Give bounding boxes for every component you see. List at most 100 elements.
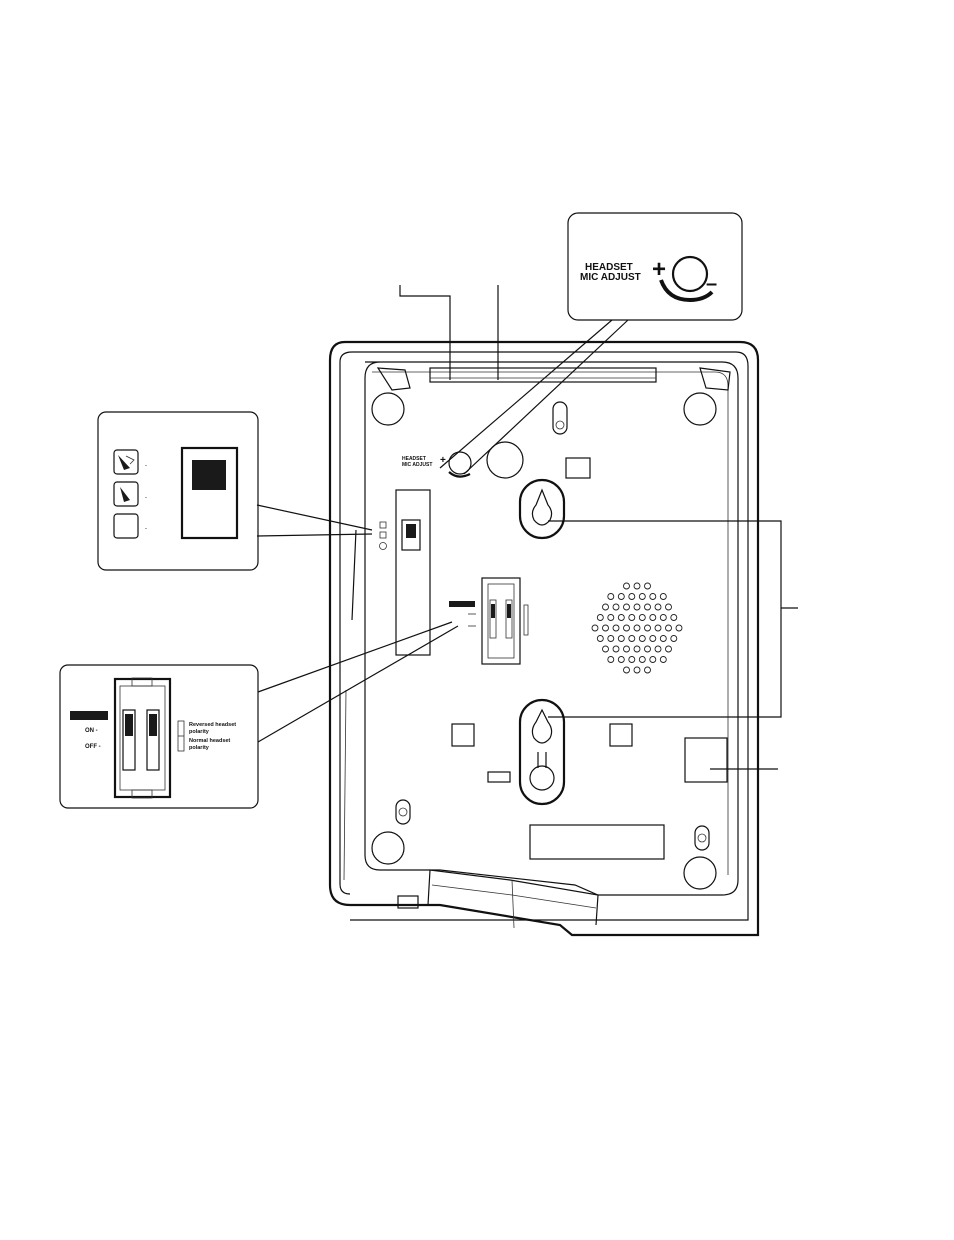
mic-knob-icon <box>671 255 709 293</box>
polarity-callout: ON - OFF - Reversed headset polarity Nor… <box>59 621 459 809</box>
speaker-hole <box>649 656 657 663</box>
ringer-switch-knob <box>192 460 226 490</box>
mic-plus-sign: + <box>652 256 666 283</box>
ringer-switch-enlarged[interactable] <box>180 446 239 540</box>
polarity-header-block <box>70 711 108 720</box>
speaker-hole <box>649 635 657 642</box>
mic-minus-sign: – <box>706 273 717 295</box>
mic-adjust-callout: HEADSET MIC ADJUST + – <box>439 212 743 475</box>
switch-1-knob <box>125 714 133 736</box>
speaker-hole <box>628 593 636 600</box>
ringer-switch-body[interactable] <box>379 489 431 656</box>
speaker-hole <box>617 593 625 600</box>
speaker-hole <box>633 603 641 611</box>
speaker-hole <box>628 656 636 663</box>
leader-keyholes-bracket <box>548 520 782 718</box>
speaker-hole <box>607 593 615 600</box>
speaker-hole <box>602 603 609 611</box>
speaker-hole <box>623 624 630 632</box>
speaker-hole <box>628 614 636 621</box>
speaker-grille <box>591 582 683 674</box>
speaker-hole <box>612 603 620 611</box>
speaker-hole <box>638 593 646 600</box>
speaker-hole <box>638 614 646 621</box>
svg-text:polarity: polarity <box>189 729 210 735</box>
on-label: ON - <box>85 728 98 734</box>
speaker-hole <box>649 614 657 621</box>
speaker-hole <box>654 603 662 611</box>
speaker-hole <box>596 635 604 642</box>
leader-top-left <box>399 285 451 380</box>
small-studs <box>395 401 710 851</box>
reversed-polarity-label: Reversed headset <box>189 722 236 728</box>
speaker-hole <box>659 614 667 621</box>
speaker-hole <box>654 624 662 632</box>
speaker-hole <box>623 582 630 590</box>
speaker-hole <box>665 624 672 632</box>
svg-text:polarity: polarity <box>189 745 210 751</box>
speaker-hole <box>654 645 662 653</box>
body-features <box>451 457 728 860</box>
speaker-hole <box>623 645 630 653</box>
speaker-hole <box>623 666 630 674</box>
speaker-hole <box>591 624 599 632</box>
mic-adjust-knob[interactable]: HEADSET MIC ADJUST + <box>402 441 524 479</box>
speaker-hole <box>602 645 609 653</box>
speaker-hole <box>670 614 678 621</box>
mic-adjust-title-line2: MIC ADJUST <box>580 272 641 283</box>
speaker-hole <box>607 614 615 621</box>
speaker-hole <box>670 635 678 642</box>
speaker-hole <box>644 603 651 611</box>
speaker-hole <box>644 645 651 653</box>
speaker-hole <box>633 582 641 590</box>
ringer-high-icon <box>118 455 130 470</box>
polarity-switch-body[interactable] <box>449 577 529 665</box>
corner-feet <box>371 392 717 890</box>
speaker-hole <box>617 614 625 621</box>
ringer-off-icon <box>113 513 139 539</box>
svg-text:MIC ADJUST: MIC ADJUST <box>402 462 432 468</box>
speaker-hole <box>665 603 672 611</box>
speaker-hole <box>665 645 672 653</box>
speaker-hole <box>659 593 667 600</box>
off-label: OFF - <box>85 744 101 750</box>
mic-adjust-title-line1: HEADSET <box>585 262 633 273</box>
speaker-hole <box>675 624 683 632</box>
speaker-hole <box>628 635 636 642</box>
speaker-hole <box>612 624 620 632</box>
speaker-hole <box>602 624 609 632</box>
speaker-hole <box>633 666 641 674</box>
speaker-hole <box>649 593 657 600</box>
speaker-hole <box>633 624 641 632</box>
mic-label-small: HEADSET <box>402 456 426 462</box>
switch-2-knob <box>149 714 157 736</box>
speaker-hole <box>617 635 625 642</box>
speaker-hole <box>617 656 625 663</box>
svg-text:+: + <box>440 455 446 466</box>
phone-base-body <box>328 340 760 937</box>
speaker-hole <box>633 645 641 653</box>
speaker-hole <box>644 624 651 632</box>
ringer-callout: - - - <box>97 411 373 571</box>
speaker-hole <box>596 614 604 621</box>
speaker-hole <box>638 635 646 642</box>
normal-polarity-label: Normal headset <box>189 738 230 744</box>
speaker-hole <box>644 582 651 590</box>
speaker-hole <box>644 666 651 674</box>
speaker-hole <box>623 603 630 611</box>
speaker-hole <box>659 656 667 663</box>
svg-text:-: - <box>145 495 147 501</box>
wall-mount-keyholes <box>518 478 566 806</box>
svg-text:-: - <box>145 526 147 532</box>
polarity-switch-enlarged[interactable] <box>113 677 172 799</box>
speaker-hole <box>638 656 646 663</box>
speaker-hole <box>607 656 615 663</box>
speaker-hole <box>612 645 620 653</box>
mic-rotate-arrow-icon <box>659 279 714 303</box>
speaker-hole <box>607 635 615 642</box>
ringer-low-icon <box>120 487 130 502</box>
svg-text:-: - <box>145 463 147 469</box>
leader-lines <box>399 285 798 770</box>
speaker-hole <box>659 635 667 642</box>
